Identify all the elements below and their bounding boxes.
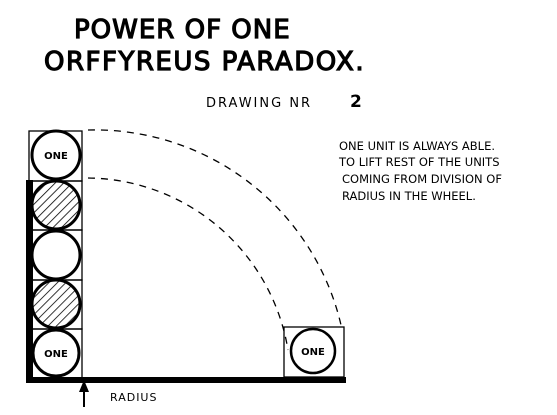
outer-dashed-arc bbox=[87, 129, 342, 326]
stack-unit-1-label: ONE bbox=[44, 151, 68, 162]
title-line-2: ORFFYREUS PARADOX. bbox=[44, 47, 365, 77]
note-line-4: RADIUS IN THE WHEEL. bbox=[342, 189, 476, 203]
stack-unit-5-label: ONE bbox=[44, 349, 68, 360]
note-block: ONE UNIT IS ALWAYS ABLE. TO LIFT REST OF… bbox=[338, 139, 502, 203]
note-line-1: ONE UNIT IS ALWAYS ABLE. bbox=[339, 139, 495, 153]
radius-arrow bbox=[79, 380, 89, 407]
unit-stack: ONE ONE bbox=[28, 129, 83, 379]
stack-unit-2 bbox=[28, 179, 83, 231]
horizontal-axis-bar bbox=[26, 377, 346, 383]
drawing-label: DRAWING NR bbox=[206, 96, 312, 111]
stack-unit-5: ONE bbox=[28, 328, 83, 379]
note-line-2: TO LIFT REST OF THE UNITS bbox=[338, 155, 500, 169]
end-unit: ONE bbox=[283, 326, 345, 378]
end-unit-label: ONE bbox=[301, 347, 325, 358]
stack-unit-1: ONE bbox=[28, 129, 83, 182]
note-line-3: COMING FROM DIVISION OF bbox=[342, 172, 502, 186]
radius-label: RADIUS bbox=[110, 391, 157, 404]
title-line-1: POWER OF ONE bbox=[74, 15, 291, 45]
drawing-number: 2 bbox=[350, 92, 362, 112]
stack-unit-4 bbox=[28, 278, 83, 330]
stack-unit-3 bbox=[28, 229, 83, 281]
inner-dashed-arc bbox=[87, 177, 289, 351]
